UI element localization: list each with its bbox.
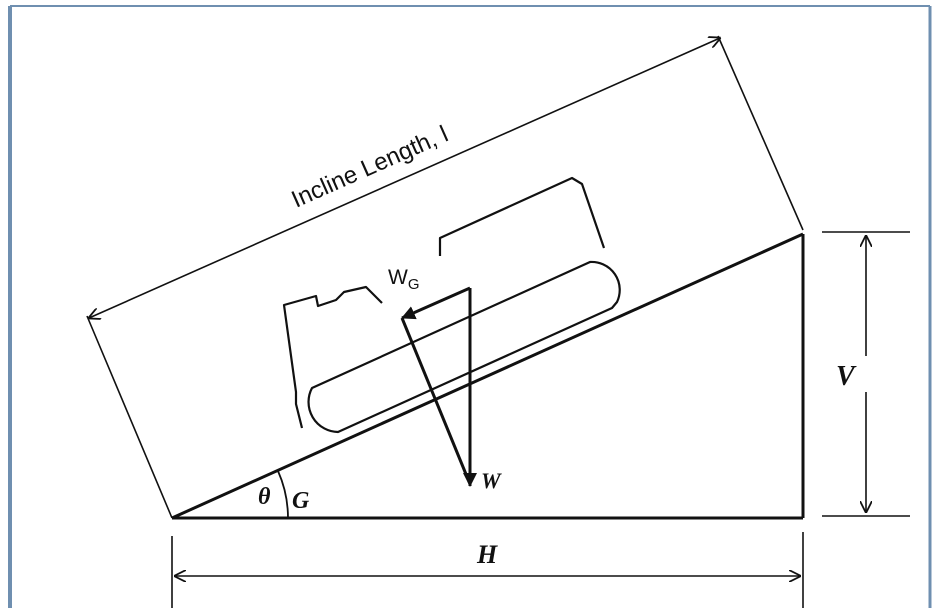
incline-length-dimension (86, 35, 804, 519)
height-label-gap (846, 356, 886, 392)
incline-length-arrow (89, 38, 720, 318)
grade-label: G (292, 488, 310, 514)
bulldozer-track (307, 260, 621, 434)
incline-extension-line-right (717, 35, 804, 231)
base-dimension (171, 532, 804, 608)
angle-arc (277, 470, 289, 519)
bulldozer-icon (282, 176, 621, 434)
incline-extension-line-left (86, 315, 173, 519)
normal-component-line (400, 317, 472, 485)
weight-component-vector (401, 286, 471, 320)
height-label: V (836, 361, 857, 392)
bulldozer-cab (438, 176, 606, 256)
angle-label: θ (258, 484, 271, 510)
weight-component-label: WG (388, 266, 420, 293)
bulldozer-hood (282, 285, 383, 429)
base-label: H (476, 540, 498, 569)
weight-label: W (481, 468, 502, 493)
force-diagram (400, 286, 477, 487)
